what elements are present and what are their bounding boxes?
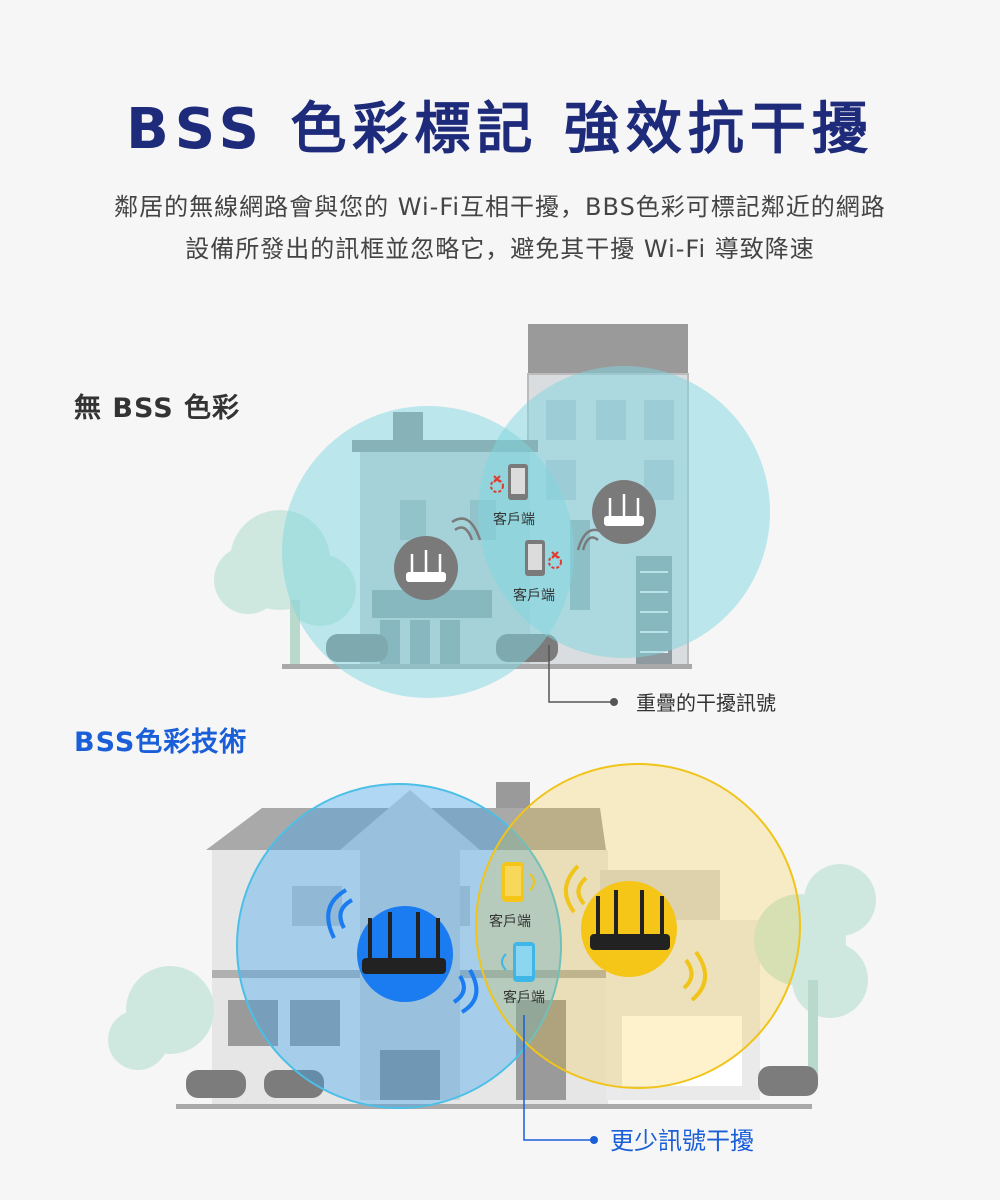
callout-dot [610, 698, 618, 706]
tree-icon [108, 864, 876, 1076]
callout-line [548, 645, 612, 703]
client-label-bottom-bss: 客戶端 [503, 989, 545, 1006]
phone-icon [502, 862, 535, 902]
wifi-waves-icon [564, 864, 707, 1002]
phone-icon [525, 540, 545, 576]
wifi-waves-icon [326, 888, 479, 1014]
page-subtitle: 鄰居的無線網路會與您的 Wi-Fi互相干擾，BBS色彩可標記鄰近的網路 設備所發… [0, 186, 1000, 270]
router-icon [394, 536, 458, 600]
section-label-without-bss: 無 BSS 色彩 [74, 393, 241, 424]
router-icon [357, 906, 453, 1002]
phone-icon [501, 942, 535, 982]
subtitle-line-2: 設備所發出的訊框並忽略它，避免其干擾 Wi-Fi 導致降速 [185, 235, 815, 263]
scene-without-bss: 客戶端 客戶端 重疊的干擾訊號 [214, 324, 776, 715]
section-label-with-bss: BSS色彩技術 [74, 727, 248, 758]
client-label-top: 客戶端 [493, 511, 535, 528]
scene-with-bss: 客戶端 客戶端 更少訊號干擾 [108, 763, 876, 1155]
callout-line-bss [523, 1015, 592, 1141]
router-icon [592, 480, 656, 544]
callout-overlap-interference: 重疊的干擾訊號 [636, 691, 776, 715]
client-label-top-bss: 客戶端 [489, 913, 531, 930]
signal-error-icon [490, 475, 504, 493]
phone-icon [508, 464, 528, 500]
client-label-bottom: 客戶端 [513, 587, 555, 604]
car-icon [186, 1066, 818, 1098]
subtitle-line-1: 鄰居的無線網路會與您的 Wi-Fi互相干擾，BBS色彩可標記鄰近的網路 [114, 193, 886, 221]
wifi-waves-icon [451, 517, 605, 551]
signal-error-icon [548, 551, 562, 569]
page-title: BSS 色彩標記 強效抗干擾 [126, 97, 874, 162]
router-icon [581, 881, 677, 977]
callout-dot-bss [590, 1136, 598, 1144]
callout-less-interference: 更少訊號干擾 [610, 1127, 754, 1155]
